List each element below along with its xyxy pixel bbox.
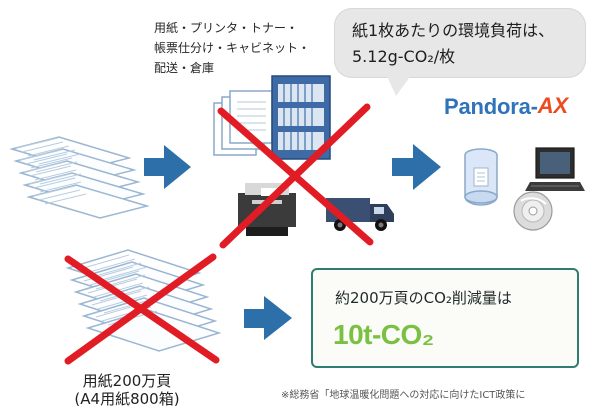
logo-main-text: Pandora- — [444, 94, 538, 119]
database-icon — [464, 148, 498, 206]
flow-arrow-3 — [244, 296, 292, 340]
paper-stack-icon — [9, 136, 150, 219]
co2-reduction-box: 約200万頁のCO₂削減量は 10t-CO₂ — [311, 268, 579, 368]
laptop-icon — [525, 147, 585, 191]
flow-arrow-1 — [144, 145, 191, 189]
logo-accent-text: AX — [537, 93, 568, 118]
printer-icon — [238, 183, 296, 236]
cross-mark-top — [217, 103, 374, 249]
cross-mark-bottom — [64, 253, 220, 365]
document-folder-icon — [213, 90, 273, 156]
bubble-line-2: 5.12g-CO₂/枚 — [352, 47, 456, 66]
reduction-title: 約200万頁のCO₂削減量は — [335, 289, 512, 307]
footnote: ※総務省「地球温暖化問題への対応に向けたICT政策に — [281, 390, 526, 401]
reduction-value: 10t-CO₂ — [333, 319, 434, 350]
cabinet-icon — [271, 75, 331, 160]
flow-arrow-2 — [392, 144, 441, 190]
environment-load-bubble: 紙1枚あたりの環境負荷は、 5.12g-CO₂/枚 — [334, 8, 586, 96]
pandora-ax-logo: Pandora-AX — [444, 93, 568, 120]
environment-load-items: 用紙・プリンタ・トナー・ 帳票仕分け・キャビネット・ 配送・倉庫 — [154, 21, 311, 75]
disc-icon — [513, 191, 553, 231]
paper-volume-label: 用紙200万頁 (A4用紙800箱) — [74, 372, 180, 408]
bubble-line-1: 紙1枚あたりの環境負荷は、 — [352, 21, 555, 40]
